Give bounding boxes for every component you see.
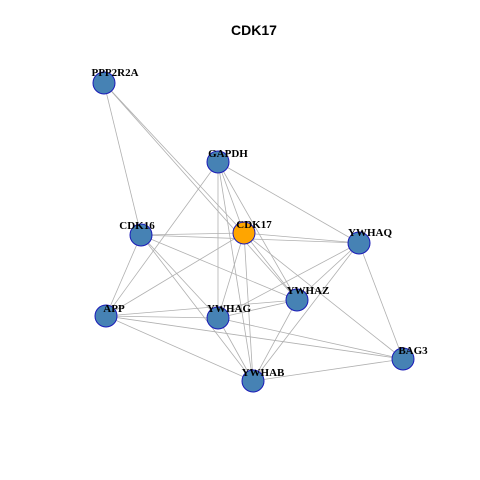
edge-cdk16-app: [105, 234, 142, 317]
edge-cdk17-ywhaz: [243, 232, 298, 301]
edge-cdk16-ywhag: [140, 234, 219, 319]
edge-cdk17-ywhaq: [243, 232, 360, 244]
node-ywhag[interactable]: [206, 306, 230, 330]
node-cdk17[interactable]: [232, 221, 256, 245]
edge-ywhab-bag3: [252, 358, 404, 382]
node-ywhaq[interactable]: [347, 231, 371, 255]
node-app[interactable]: [94, 304, 118, 328]
edge-ywhaz-app: [105, 299, 298, 317]
edge-ywhag-ywhab: [217, 317, 254, 382]
edge-ywhaq-ywhab: [252, 242, 360, 382]
edge-layer: [103, 82, 404, 382]
node-label-cdk17: CDK17: [236, 219, 272, 231]
node-layer: [92, 71, 415, 393]
edge-ppp2r2a-ywhaz: [103, 82, 298, 301]
edge-ppp2r2a-cdk17: [103, 82, 245, 234]
node-label-ywhaz: YWHAZ: [287, 285, 330, 297]
edge-ywhag-app: [105, 315, 219, 319]
node-bag3[interactable]: [391, 347, 415, 371]
edge-ywhaz-ywhag: [217, 299, 298, 319]
node-cdk16[interactable]: [129, 223, 153, 247]
edge-gapdh-app: [105, 161, 219, 317]
edge-gapdh-ywhab: [217, 161, 254, 382]
node-label-ppp2r2a: PPP2R2A: [91, 67, 138, 79]
edge-app-bag3: [105, 315, 404, 360]
node-label-bag3: BAG3: [398, 345, 428, 357]
edge-gapdh-ywhaz: [217, 161, 298, 301]
node-label-cdk16: CDK16: [119, 220, 155, 232]
edge-cdk17-ywhab: [243, 232, 254, 382]
node-ppp2r2a[interactable]: [92, 71, 116, 95]
edge-ywhag-bag3: [217, 317, 404, 360]
node-ywhab[interactable]: [241, 369, 265, 393]
edge-cdk17-ywhag: [217, 232, 245, 319]
node-gapdh[interactable]: [206, 150, 230, 174]
edge-ywhaq-bag3: [358, 242, 404, 360]
edge-cdk17-app: [105, 232, 245, 317]
edge-ppp2r2a-cdk16: [103, 82, 142, 236]
node-label-app: APP: [103, 303, 125, 315]
node-label-ywhab: YWHAB: [242, 367, 285, 379]
edge-gapdh-cdk17: [217, 161, 245, 234]
edge-app-ywhab: [105, 315, 254, 382]
node-label-ywhaq: YWHAQ: [348, 227, 392, 239]
edge-ywhaq-ywhag: [217, 242, 360, 319]
node-label-gapdh: GAPDH: [208, 148, 248, 160]
graph-title: CDK17: [231, 22, 277, 38]
node-ywhaz[interactable]: [285, 288, 309, 312]
edge-cdk17-bag3: [243, 232, 404, 360]
edge-cdk16-ywhaz: [140, 234, 298, 301]
edge-ywhaq-ywhaz: [296, 242, 360, 301]
edge-cdk16-cdk17: [140, 232, 245, 236]
edge-gapdh-ywhaq: [217, 161, 360, 244]
node-label-ywhag: YWHAG: [207, 303, 251, 315]
